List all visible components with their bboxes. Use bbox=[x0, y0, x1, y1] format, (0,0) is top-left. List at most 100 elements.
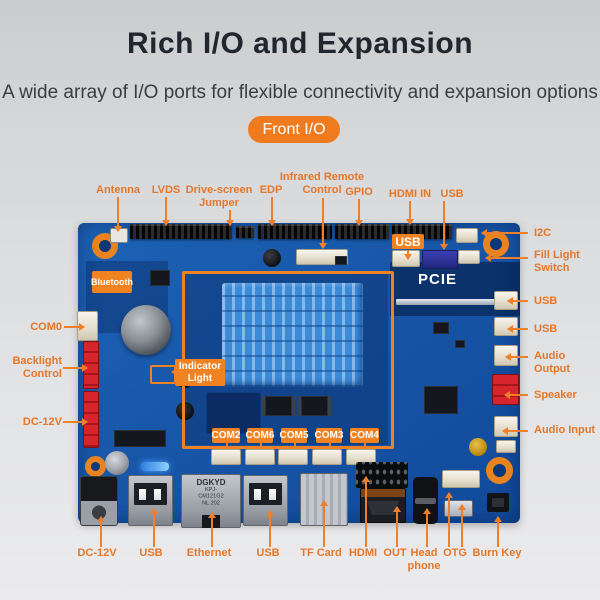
fill-light-connector bbox=[458, 250, 480, 264]
callout-dc12v-bottom-line bbox=[97, 516, 105, 547]
callout-gpio-line bbox=[355, 199, 363, 226]
usb-blue-connector bbox=[422, 250, 458, 269]
callout-otg: OTG bbox=[443, 547, 467, 559]
callout-ethernet-line bbox=[208, 512, 216, 547]
jack-ring bbox=[415, 498, 436, 504]
callout-i2c: I2C bbox=[534, 227, 552, 239]
callout-infrared: Infrared Remote bbox=[279, 171, 365, 183]
callout-audio-output-2: Output bbox=[534, 363, 571, 375]
callout-tf-card: TF Card bbox=[300, 547, 342, 559]
lvds-header bbox=[130, 224, 232, 239]
callout-drive-screen-2: Jumper bbox=[199, 197, 239, 209]
usb-a-port bbox=[243, 475, 288, 526]
heatsink bbox=[222, 283, 363, 387]
callout-audio-input-line bbox=[502, 427, 528, 435]
callout-usb-top-line bbox=[440, 201, 448, 250]
callout-dc12v-left: DC-12V bbox=[22, 416, 62, 428]
callout-hdmi-in: HDMI IN bbox=[388, 188, 432, 200]
callout-burn-key: Burn Key bbox=[472, 547, 522, 559]
memory-chip bbox=[206, 392, 261, 434]
chip bbox=[424, 386, 458, 414]
hdmi-port bbox=[360, 488, 406, 523]
callout-usb-b1-line bbox=[150, 508, 158, 547]
usb-slot bbox=[249, 483, 282, 505]
callout-usb-r2: USB bbox=[534, 323, 558, 335]
callout-usb-b2: USB bbox=[256, 547, 280, 559]
hdmi-opening bbox=[367, 501, 399, 515]
chip bbox=[114, 430, 166, 447]
callout-hdmi: HDMI bbox=[348, 547, 378, 559]
callout-usb-r1: USB bbox=[534, 295, 558, 307]
callout-gpio: GPIO bbox=[345, 186, 373, 198]
page-subtitle: A wide array of I/O ports for flexible c… bbox=[2, 82, 598, 103]
inductor bbox=[176, 402, 194, 420]
headphone-jack bbox=[413, 477, 438, 524]
callout-fill-light-line bbox=[485, 254, 528, 262]
chip bbox=[262, 396, 295, 416]
callout-drive-screen-line bbox=[226, 210, 234, 226]
chip bbox=[150, 270, 170, 286]
capacitor bbox=[105, 451, 129, 475]
buzzer bbox=[263, 249, 281, 267]
callout-infrared-2: Control bbox=[302, 184, 342, 196]
callout-antenna-line bbox=[114, 197, 122, 232]
indicator-line bbox=[171, 368, 177, 376]
callout-burn-key-line bbox=[494, 516, 502, 547]
callout-backlight-2: Control bbox=[22, 368, 62, 380]
callout-backlight-line bbox=[63, 364, 88, 372]
callout-lvds: LVDS bbox=[151, 184, 181, 196]
com-connector bbox=[245, 449, 275, 465]
callout-lvds-line bbox=[162, 197, 170, 226]
callout-fill-light-2: Switch bbox=[534, 262, 570, 274]
gpio-header bbox=[335, 224, 389, 239]
coin-battery bbox=[121, 305, 171, 355]
usb-slot bbox=[134, 483, 167, 505]
callout-usb-b2-line bbox=[266, 510, 274, 547]
callout-headphone: Head bbox=[410, 547, 438, 559]
gold-buzzer bbox=[469, 438, 487, 456]
callout-com0: COM0 bbox=[30, 321, 62, 333]
com6-label: COM6 bbox=[245, 428, 275, 443]
callout-out-line bbox=[393, 506, 401, 547]
com-connector bbox=[312, 449, 342, 465]
mount-hole-icon bbox=[85, 456, 106, 477]
callout-out: OUT bbox=[383, 547, 407, 559]
com4-label: COM4 bbox=[350, 428, 379, 443]
callout-backlight: Backlight bbox=[12, 355, 62, 367]
burn-key-cap bbox=[492, 498, 504, 507]
callout-dc12v-left-line bbox=[63, 418, 88, 426]
callout-headphone-2: phone bbox=[407, 560, 441, 572]
usb-board-label-line bbox=[404, 250, 412, 260]
callout-headphone-line bbox=[423, 508, 431, 547]
callout-edp: EDP bbox=[259, 184, 283, 196]
callout-dc12v-bottom: DC-12V bbox=[77, 547, 117, 559]
callout-otg-line2 bbox=[458, 504, 466, 547]
callout-hdmi-line bbox=[362, 476, 370, 547]
callout-com0-line bbox=[64, 323, 85, 331]
callout-drive-screen: Drive-screen bbox=[185, 184, 253, 196]
callout-speaker-line bbox=[504, 391, 528, 399]
callout-otg-line1 bbox=[445, 492, 453, 547]
com2-label: COM2 bbox=[211, 428, 241, 443]
callout-i2c-line bbox=[481, 229, 528, 237]
callout-antenna: Antenna bbox=[96, 184, 140, 196]
pin-header-2x7 bbox=[356, 462, 408, 488]
i2c-connector bbox=[456, 228, 478, 243]
aux-connector bbox=[496, 440, 516, 453]
callout-fill-light: Fill Light bbox=[534, 249, 580, 261]
chip bbox=[335, 256, 347, 265]
callout-usb-top: USB bbox=[440, 188, 464, 200]
callout-hdmi-in-line bbox=[406, 201, 414, 225]
ethernet-port: DGKYD KPJ-CM121G2 NL 202 bbox=[181, 474, 241, 528]
callout-infrared-line bbox=[319, 198, 327, 249]
usb-board-label: USB bbox=[392, 234, 424, 249]
pcie-slot bbox=[396, 299, 512, 305]
callout-usb-r2-line bbox=[507, 325, 528, 333]
callout-usb-r1-line bbox=[507, 297, 528, 305]
com3-label: COM3 bbox=[314, 428, 344, 443]
com-connector bbox=[211, 449, 241, 465]
chip bbox=[298, 396, 331, 416]
